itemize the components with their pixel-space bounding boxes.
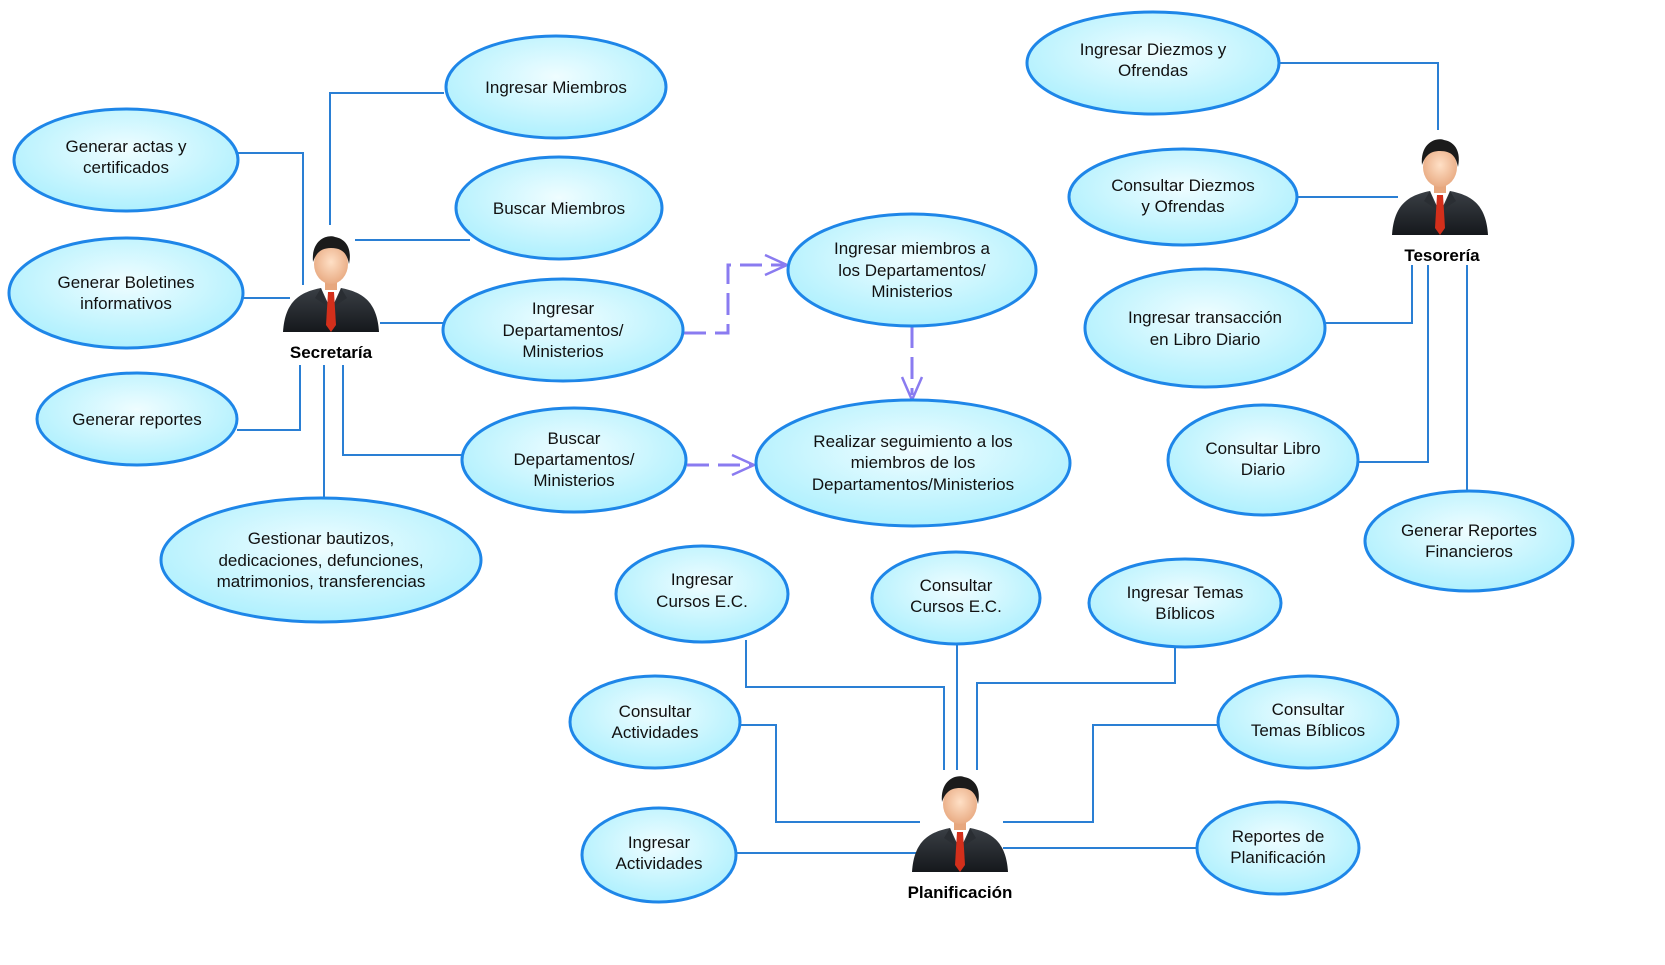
use-case-label: Departamentos/ xyxy=(514,450,635,469)
connector-consultar-temas xyxy=(1003,724,1218,823)
use-case-consultar-diezmos[interactable]: Consultar Diezmos y Ofrendas xyxy=(1067,147,1299,247)
use-case-label: Departamentos/Ministerios xyxy=(812,475,1014,494)
use-case-label: Actividades xyxy=(616,854,703,873)
use-case-consultar-libro[interactable]: Consultar Libro Diario xyxy=(1166,403,1360,517)
use-case-label: Realizar seguimiento a los xyxy=(813,432,1012,451)
use-case-label: Reportes de xyxy=(1232,827,1325,846)
use-case-consultar-temas[interactable]: Consultar Temas Bíblicos xyxy=(1216,674,1400,770)
dependency-to-ingresar-miembros-departamentos xyxy=(684,263,785,335)
connector-buscar-departamentos xyxy=(342,365,462,456)
secretaria-connectors xyxy=(237,92,470,502)
use-case-ingresar-actividades[interactable]: Ingresar Actividades xyxy=(580,806,738,904)
use-case-ingresar-departamentos[interactable]: Ingresar Departamentos/ Ministerios xyxy=(441,277,685,383)
use-case-label: certificados xyxy=(83,158,169,177)
actor-icon xyxy=(1392,139,1488,235)
use-case-label: Ofrendas xyxy=(1118,61,1188,80)
use-case-ingresar-miembros-departamentos[interactable]: Ingresar miembros a los Departamentos/ M… xyxy=(786,212,1038,328)
use-case-label: Consultar Diezmos xyxy=(1111,176,1255,195)
actor-icon xyxy=(912,776,1008,872)
use-case-label: los Departamentos/ xyxy=(838,261,986,280)
use-case-generar-actas[interactable]: Generar actas y certificados xyxy=(12,107,240,213)
use-case-ingresar-diezmos[interactable]: Ingresar Diezmos y Ofrendas xyxy=(1025,10,1281,116)
actor-tesoreria[interactable]: Tesorería xyxy=(1392,139,1488,265)
use-case-label: Ingresar Miembros xyxy=(485,78,627,97)
use-case-label: Ingresar Temas xyxy=(1127,583,1244,602)
use-case-label: Financieros xyxy=(1425,542,1513,561)
use-case-generar-boletines[interactable]: Generar Boletines informativos xyxy=(7,236,245,350)
connector-consultar-libro xyxy=(1359,265,1429,463)
connector-ingresar-temas xyxy=(976,643,1176,770)
use-case-reportes-planificacion[interactable]: Reportes de Planificación xyxy=(1195,800,1361,896)
connector-ingresar-transaccion xyxy=(1326,265,1413,324)
use-case-label: Actividades xyxy=(612,723,699,742)
use-case-label: Generar Boletines xyxy=(57,273,194,292)
use-case-label: Departamentos/ xyxy=(503,321,624,340)
use-case-label: Diario xyxy=(1241,460,1285,479)
planificacion-connectors xyxy=(736,640,1218,854)
connector-ingresar-miembros xyxy=(329,92,444,225)
use-case-label: Gestionar bautizos, xyxy=(248,529,394,548)
use-case-realizar-seguimiento[interactable]: Realizar seguimiento a los miembros de l… xyxy=(754,398,1072,528)
use-case-ingresar-transaccion[interactable]: Ingresar transacción en Libro Diario xyxy=(1083,267,1327,389)
use-case-consultar-cursos[interactable]: Consultar Cursos E.C. xyxy=(870,550,1042,646)
use-case-label: Consultar xyxy=(619,702,692,721)
use-case-label: Temas Bíblicos xyxy=(1251,721,1365,740)
use-case-label: Generar reportes xyxy=(72,410,201,429)
arrowhead-realizar-seguimiento-b xyxy=(731,453,758,477)
use-case-label: informativos xyxy=(80,294,172,313)
use-case-buscar-departamentos[interactable]: Buscar Departamentos/ Ministerios xyxy=(460,406,688,514)
use-case-label: Buscar Miembros xyxy=(493,199,625,218)
actor-label: Tesorería xyxy=(1404,246,1480,265)
tesoreria-connectors xyxy=(1280,62,1468,493)
use-case-label: Ingresar Diezmos y xyxy=(1080,40,1227,59)
use-case-label: dedicaciones, defunciones, xyxy=(218,551,423,570)
use-case-label: Consultar xyxy=(920,576,993,595)
use-case-generar-reportes-financieros[interactable]: Generar Reportes Financieros xyxy=(1363,489,1575,593)
actor-icon xyxy=(283,236,379,332)
use-case-buscar-miembros[interactable]: Buscar Miembros xyxy=(454,155,664,261)
use-case-label: Ingresar xyxy=(628,833,691,852)
use-case-label: Cursos E.C. xyxy=(656,592,748,611)
use-case-label: Cursos E.C. xyxy=(910,597,1002,616)
use-case-label: Ingresar xyxy=(671,570,734,589)
actor-label: Secretaría xyxy=(290,343,373,362)
connector-consultar-actividades xyxy=(740,724,920,823)
use-case-label: Planificación xyxy=(1230,848,1325,867)
actor-secretaria[interactable]: Secretaría xyxy=(283,236,379,362)
use-case-label: Ingresar miembros a xyxy=(834,239,990,258)
use-case-label: y Ofrendas xyxy=(1141,197,1224,216)
use-case-label: Ministerios xyxy=(522,342,603,361)
actor-planificacion[interactable]: Planificación xyxy=(908,776,1013,902)
use-case-label: Bíblicos xyxy=(1155,604,1215,623)
use-case-label: matrimonios, transferencias xyxy=(217,572,426,591)
use-case-label: miembros de los xyxy=(851,453,976,472)
use-case-label: Ingresar xyxy=(532,299,595,318)
use-case-label: Ministerios xyxy=(533,471,614,490)
use-case-gestionar-bautizos[interactable]: Gestionar bautizos, dedicaciones, defunc… xyxy=(159,496,483,624)
use-case-label: Ingresar transacción xyxy=(1128,308,1282,327)
use-case-label: Consultar xyxy=(1272,700,1345,719)
use-case-label: en Libro Diario xyxy=(1150,330,1261,349)
connector-ingresar-cursos xyxy=(745,640,945,770)
use-case-label: Buscar xyxy=(548,429,601,448)
use-case-label: Consultar Libro xyxy=(1205,439,1320,458)
use-case-ingresar-temas[interactable]: Ingresar Temas Bíblicos xyxy=(1087,557,1283,649)
connector-ingresar-diezmos xyxy=(1280,62,1439,130)
use-case-generar-reportes[interactable]: Generar reportes xyxy=(35,371,239,467)
connector-generar-actas xyxy=(238,152,304,285)
use-case-ingresar-cursos[interactable]: Ingresar Cursos E.C. xyxy=(614,544,790,644)
use-case-label: Ministerios xyxy=(871,282,952,301)
actor-label: Planificación xyxy=(908,883,1013,902)
use-case-consultar-actividades[interactable]: Consultar Actividades xyxy=(568,674,742,770)
use-case-label: Generar Reportes xyxy=(1401,521,1537,540)
connector-generar-reportes xyxy=(237,365,301,431)
use-case-label: Generar actas y xyxy=(66,137,187,156)
use-case-ingresar-miembros[interactable]: Ingresar Miembros xyxy=(444,34,668,140)
